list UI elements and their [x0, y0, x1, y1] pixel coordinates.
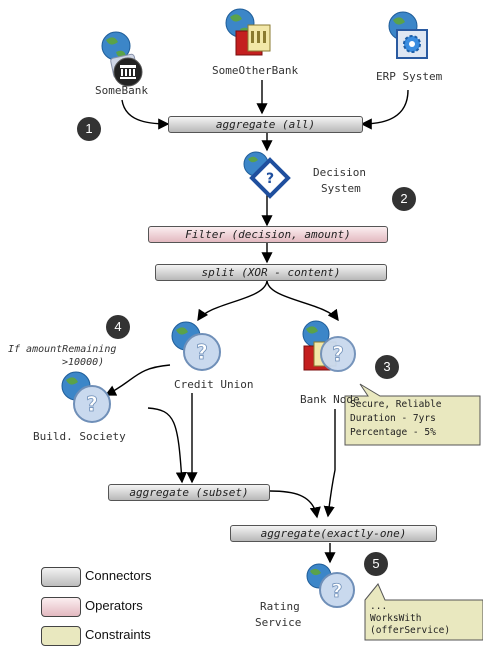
legend-connectors-label: Connectors	[85, 568, 152, 583]
svg-text:?: ?	[86, 392, 98, 416]
condition-text-line2: >10000)	[62, 357, 105, 368]
legend-constraints-label: Constraints	[85, 627, 151, 642]
arrow-somebank-aggregate	[121, 99, 170, 130]
svg-text:?: ?	[196, 340, 208, 364]
rating-service-icon: ?	[306, 563, 355, 608]
bank-constraint-line3: Percentage - 5%	[350, 427, 436, 438]
somebank-label: SomeBank	[95, 84, 148, 97]
somebank-icon	[101, 31, 143, 87]
legend-constraints-swatch	[41, 626, 81, 646]
decision-system-icon: ?	[243, 151, 291, 199]
svg-text:?: ?	[331, 580, 342, 602]
build-society-label: Build. Society	[33, 430, 126, 443]
credit-union-label: Credit Union	[174, 378, 254, 391]
condition-text-line1: If amountRemaining	[8, 344, 117, 355]
erp-system-label: ERP System	[376, 70, 443, 83]
bank-node-label: Bank Node	[300, 393, 360, 406]
aggregate-exactly-one-connector[interactable]: aggregate(exactly-one)	[230, 525, 437, 542]
bank-constraint-line1: Secure, Reliable	[350, 399, 442, 410]
bank-constraint-line2: Duration - 7yrs	[350, 413, 436, 424]
erp-system-icon	[388, 11, 428, 59]
credit-union-icon: ?	[171, 321, 221, 371]
bank-node-icon: ?	[302, 320, 356, 372]
svg-text:?: ?	[332, 342, 344, 366]
decision-system-label-line2: System	[321, 182, 361, 195]
aggregate-all-connector[interactable]: aggregate (all)	[168, 116, 363, 133]
someotherbank-label: SomeOtherBank	[212, 64, 299, 77]
rating-service-label-line2: Service	[255, 616, 302, 629]
legend-operators-label: Operators	[85, 598, 143, 613]
arrow-erp-aggregate	[360, 89, 409, 130]
build-society-icon: ?	[61, 371, 111, 423]
aggregate-subset-connector[interactable]: aggregate (subset)	[108, 484, 270, 501]
arrow-subset-exactly	[269, 490, 321, 519]
bank-constraint-bubble	[344, 383, 481, 446]
rating-constraint-line1: ...	[370, 601, 388, 612]
filter-operator[interactable]: Filter (decision, amount)	[148, 226, 388, 243]
arrow-build-subset	[147, 407, 187, 484]
step-4-badge: 4	[106, 315, 130, 339]
rating-constraint-line2: WorksWith	[370, 613, 422, 624]
decision-system-label-line1: Decision	[313, 166, 366, 179]
someotherbank-icon	[225, 8, 271, 56]
rating-service-label-line1: Rating	[260, 600, 300, 613]
arrow-split-credit	[197, 279, 268, 322]
step-3-badge: 3	[375, 355, 399, 379]
arrow-split-bank	[266, 279, 339, 322]
arrow-bank-exactly	[323, 409, 336, 518]
step-2-badge: 2	[392, 187, 416, 211]
arrow-credit-build	[104, 364, 171, 396]
legend-operators-swatch	[41, 597, 81, 617]
svg-text:?: ?	[266, 171, 274, 187]
split-connector[interactable]: split (XOR - content)	[155, 264, 387, 281]
rating-constraint-line3: (offerService)	[370, 625, 451, 636]
step-5-badge: 5	[364, 552, 388, 576]
legend-connectors-swatch	[41, 567, 81, 587]
rating-constraint-bubble	[364, 583, 483, 641]
step-1-badge: 1	[77, 117, 101, 141]
